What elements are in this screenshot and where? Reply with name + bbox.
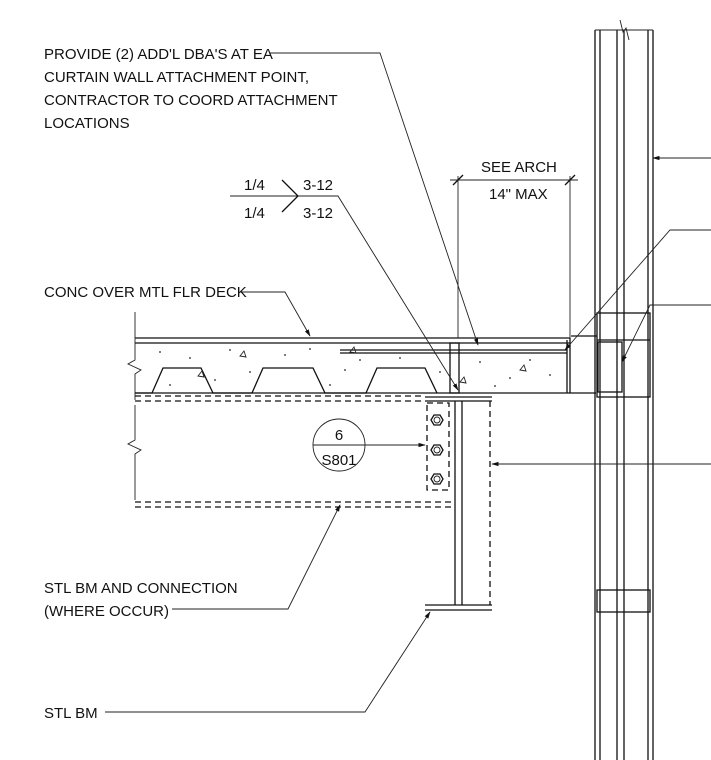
weld-top-length: 3-12 <box>303 177 333 194</box>
curtain-wall-mullion <box>594 19 654 760</box>
weld-top-size: 1/4 <box>244 177 265 194</box>
stl-bm-conn-note-line-1: STL BM AND CONNECTION <box>44 580 238 597</box>
conc-note: CONC OVER MTL FLR DECK <box>44 284 247 301</box>
weld-symbol <box>281 179 299 213</box>
weld-bottom-size: 1/4 <box>244 205 265 222</box>
stl-bm-conn-note-line-2: (WHERE OCCUR) <box>44 603 169 620</box>
bolt-icon <box>430 414 444 485</box>
detail-number: 6 <box>335 427 343 444</box>
dimension-bottom-text: 14" MAX <box>489 186 548 203</box>
dimension-line <box>450 174 578 338</box>
steel-beam-section <box>425 396 492 611</box>
dimension-top-text: SEE ARCH <box>481 159 557 176</box>
stl-bm-note: STL BM <box>44 705 98 722</box>
leaders <box>105 52 711 713</box>
dba-note-line-1: PROVIDE (2) ADD'L DBA'S AT EA <box>44 46 273 63</box>
dba-note-line-4: LOCATIONS <box>44 115 130 132</box>
detail-tag <box>312 418 366 472</box>
steel-beam-elevation <box>127 395 455 508</box>
detail-sheet: S801 <box>321 452 356 469</box>
dba-note-line-2: CURTAIN WALL ATTACHMENT POINT, <box>44 69 309 86</box>
edge-beam <box>449 342 460 394</box>
concrete-slab <box>127 312 597 400</box>
dba-note-line-3: CONTRACTOR TO COORD ATTACHMENT <box>44 92 338 109</box>
weld-bottom-length: 3-12 <box>303 205 333 222</box>
